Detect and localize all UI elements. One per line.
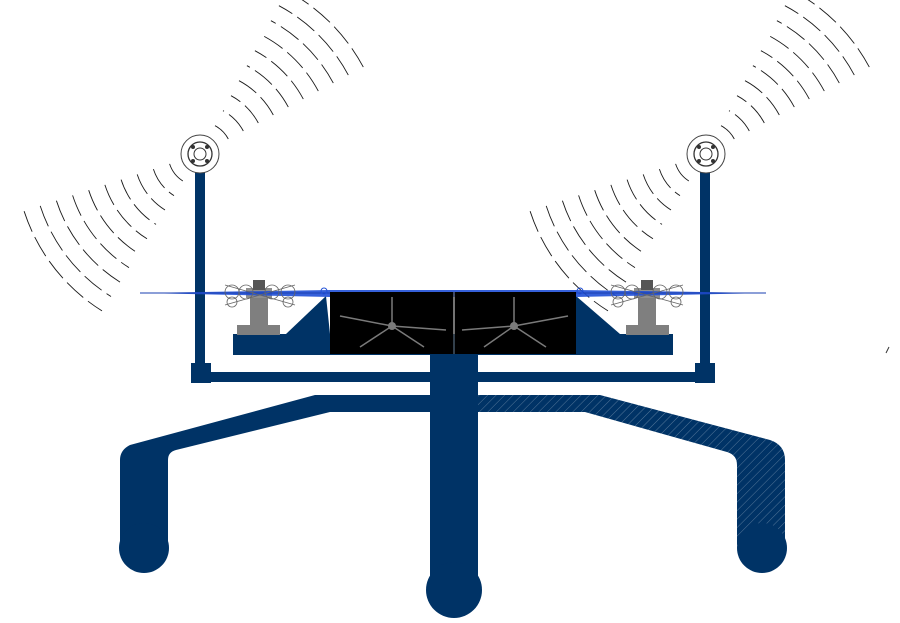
wave-arc-lower: [529, 211, 609, 312]
antenna-head-right: [686, 134, 726, 174]
fan-housing-left: [330, 292, 453, 354]
leg-right: [478, 395, 785, 545]
wave-arc-upper: [752, 65, 795, 108]
antenna-mast-left: [195, 165, 205, 365]
wave-arc-upper: [784, 5, 855, 76]
wave-arc-lower: [578, 195, 636, 268]
wave-arc-upper: [301, 0, 364, 68]
central-column: [430, 354, 478, 576]
wave-arc-upper: [230, 95, 259, 124]
motor-mount-left: [237, 280, 280, 335]
wave-arc-lower: [626, 179, 663, 225]
wheel-left: [119, 523, 169, 573]
wave-arc-upper: [262, 35, 319, 92]
wave-arc-upper: [768, 35, 825, 92]
wheel-center: [426, 562, 482, 618]
fan-housing-right: [455, 292, 576, 354]
signal-waves-left: [23, 0, 364, 312]
wheel-right: [737, 523, 787, 573]
wave-arc-lower: [642, 174, 672, 211]
wave-arc-lower: [545, 205, 618, 297]
wave-arc-lower: [104, 184, 148, 240]
wave-arc-lower: [120, 179, 157, 225]
wave-arc-upper: [807, 0, 870, 68]
antenna-mast-right: [700, 165, 710, 365]
wave-arc-lower: [152, 168, 175, 196]
antenna-head-left: [180, 134, 220, 174]
wave-arc-lower: [594, 190, 645, 254]
wave-arc-upper: [238, 80, 274, 116]
wave-arc-upper: [776, 20, 840, 84]
frame-foot-right: [695, 363, 715, 383]
wave-arc-lower: [88, 190, 139, 254]
frame-foot-left: [191, 363, 211, 383]
body-wedge-right: [576, 296, 620, 334]
propeller-sketch-right: [610, 284, 684, 308]
body-wedge-left: [286, 296, 330, 334]
wave-arc-upper: [222, 110, 244, 132]
wave-arc-lower: [658, 168, 681, 196]
wave-arc-upper: [736, 95, 765, 124]
motor-mount-right: [626, 280, 669, 335]
propeller-sketch-left: [224, 284, 296, 308]
wave-arc-lower: [610, 184, 654, 240]
wave-arc-lower: [136, 174, 166, 211]
wave-arc-lower: [72, 195, 130, 268]
wave-arc-lower: [23, 211, 103, 312]
wave-arc-lower: [169, 163, 184, 182]
wave-arc-upper: [760, 50, 810, 100]
wave-arc-upper: [214, 125, 229, 140]
wave-arc-upper: [720, 125, 735, 140]
wave-arc-lower: [561, 200, 627, 283]
wave-arc-upper: [270, 20, 334, 84]
signal-waves-right: [529, 0, 870, 312]
wave-arc-upper: [278, 5, 349, 76]
wave-arc-upper: [246, 65, 289, 108]
wave-arc-upper: [254, 50, 304, 100]
wave-arc-lower: [39, 205, 112, 297]
leg-left: [120, 395, 430, 545]
stray-mark: [885, 346, 890, 354]
wave-arc-upper: [744, 80, 780, 116]
wave-arc-lower: [675, 163, 690, 182]
wave-arc-upper: [728, 110, 750, 132]
wave-arc-lower: [55, 200, 121, 283]
